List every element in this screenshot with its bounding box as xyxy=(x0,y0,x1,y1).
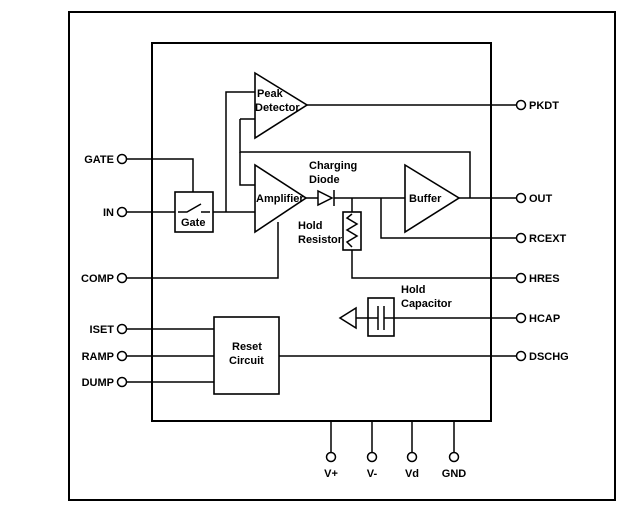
pin-comp xyxy=(116,272,128,284)
right-pins: PKDT OUT RCEXT HRES HCAP DSCHG xyxy=(515,99,569,363)
bottom-pins: V+ V- Vd GND xyxy=(324,451,467,480)
pin-vd xyxy=(406,451,418,463)
hold-resistor-box xyxy=(342,211,362,251)
pin-gnd xyxy=(448,451,460,463)
hold-resistor-label-2: Resistor xyxy=(298,234,343,246)
ground-arrow-icon xyxy=(338,306,357,330)
charging-diode-symbol xyxy=(317,189,334,207)
wires xyxy=(126,91,517,453)
pin-label-dschg: DSCHG xyxy=(529,351,569,363)
hold-capacitor-label-1: Hold xyxy=(401,284,425,296)
pin-iset xyxy=(116,323,128,335)
outer-frame xyxy=(68,11,616,501)
amplifier-label: Amplifier xyxy=(256,193,304,205)
pin-dschg xyxy=(515,350,527,362)
wire-comp xyxy=(126,222,279,279)
peak-detector-label-2: Detector xyxy=(255,102,300,114)
pin-label-comp: COMP xyxy=(81,273,114,285)
pin-rcext xyxy=(515,232,527,244)
chip-body xyxy=(151,42,492,422)
hold-capacitor-box xyxy=(367,297,395,337)
pin-dump xyxy=(116,376,128,388)
pin-label-rcext: RCEXT xyxy=(529,233,567,245)
reset-circuit-label-2: Circuit xyxy=(229,355,264,367)
pin-label-hcap: HCAP xyxy=(529,313,560,325)
pin-ramp xyxy=(116,350,128,362)
left-pins: GATE IN COMP ISET RAMP DUMP xyxy=(81,153,128,389)
pin-in xyxy=(116,206,128,218)
hold-resistor-label-1: Hold xyxy=(298,220,322,232)
reset-circuit-label-1: Reset xyxy=(232,341,262,353)
switch-symbol xyxy=(178,203,210,213)
amplifier-block xyxy=(254,163,308,234)
pin-vminus xyxy=(366,451,378,463)
pin-hres xyxy=(515,272,527,284)
pin-pkdt xyxy=(515,99,527,111)
pin-label-out: OUT xyxy=(529,193,553,205)
pin-label-vplus: V+ xyxy=(324,468,338,480)
pin-label-vd: Vd xyxy=(405,468,419,480)
pin-label-in: IN xyxy=(103,207,114,219)
charging-diode-label-1: Charging xyxy=(309,160,357,172)
pin-hcap xyxy=(515,312,527,324)
pin-label-gate: GATE xyxy=(84,154,114,166)
pin-label-pkdt: PKDT xyxy=(529,100,559,112)
pin-label-dump: DUMP xyxy=(82,377,114,389)
peak-detector-label-1: Peak xyxy=(257,88,284,100)
pin-vplus xyxy=(325,451,337,463)
pin-out xyxy=(515,192,527,204)
hold-capacitor-label-2: Capacitor xyxy=(401,298,452,310)
pin-label-gnd: GND xyxy=(442,468,467,480)
buffer-label: Buffer xyxy=(409,193,442,205)
pin-label-hres: HRES xyxy=(529,273,560,285)
wire-hres xyxy=(351,250,517,279)
buffer-block xyxy=(404,163,461,234)
gate-label: Gate xyxy=(181,217,205,229)
wire-gate xyxy=(126,158,194,192)
peak-detector-block xyxy=(254,71,309,140)
reset-circuit-block xyxy=(213,316,280,395)
pin-label-vminus: V- xyxy=(367,468,378,480)
pin-gate xyxy=(116,153,128,165)
wire-to-peak-detector xyxy=(225,91,255,212)
hold-resistor-zigzag xyxy=(345,213,359,248)
pin-label-iset: ISET xyxy=(90,324,115,336)
pin-label-ramp: RAMP xyxy=(82,351,114,363)
wire-rcext xyxy=(380,198,517,239)
wire-feedback-outer xyxy=(239,119,471,198)
wire-feedback-amp xyxy=(239,152,255,186)
charging-diode-label-2: Diode xyxy=(309,174,340,186)
